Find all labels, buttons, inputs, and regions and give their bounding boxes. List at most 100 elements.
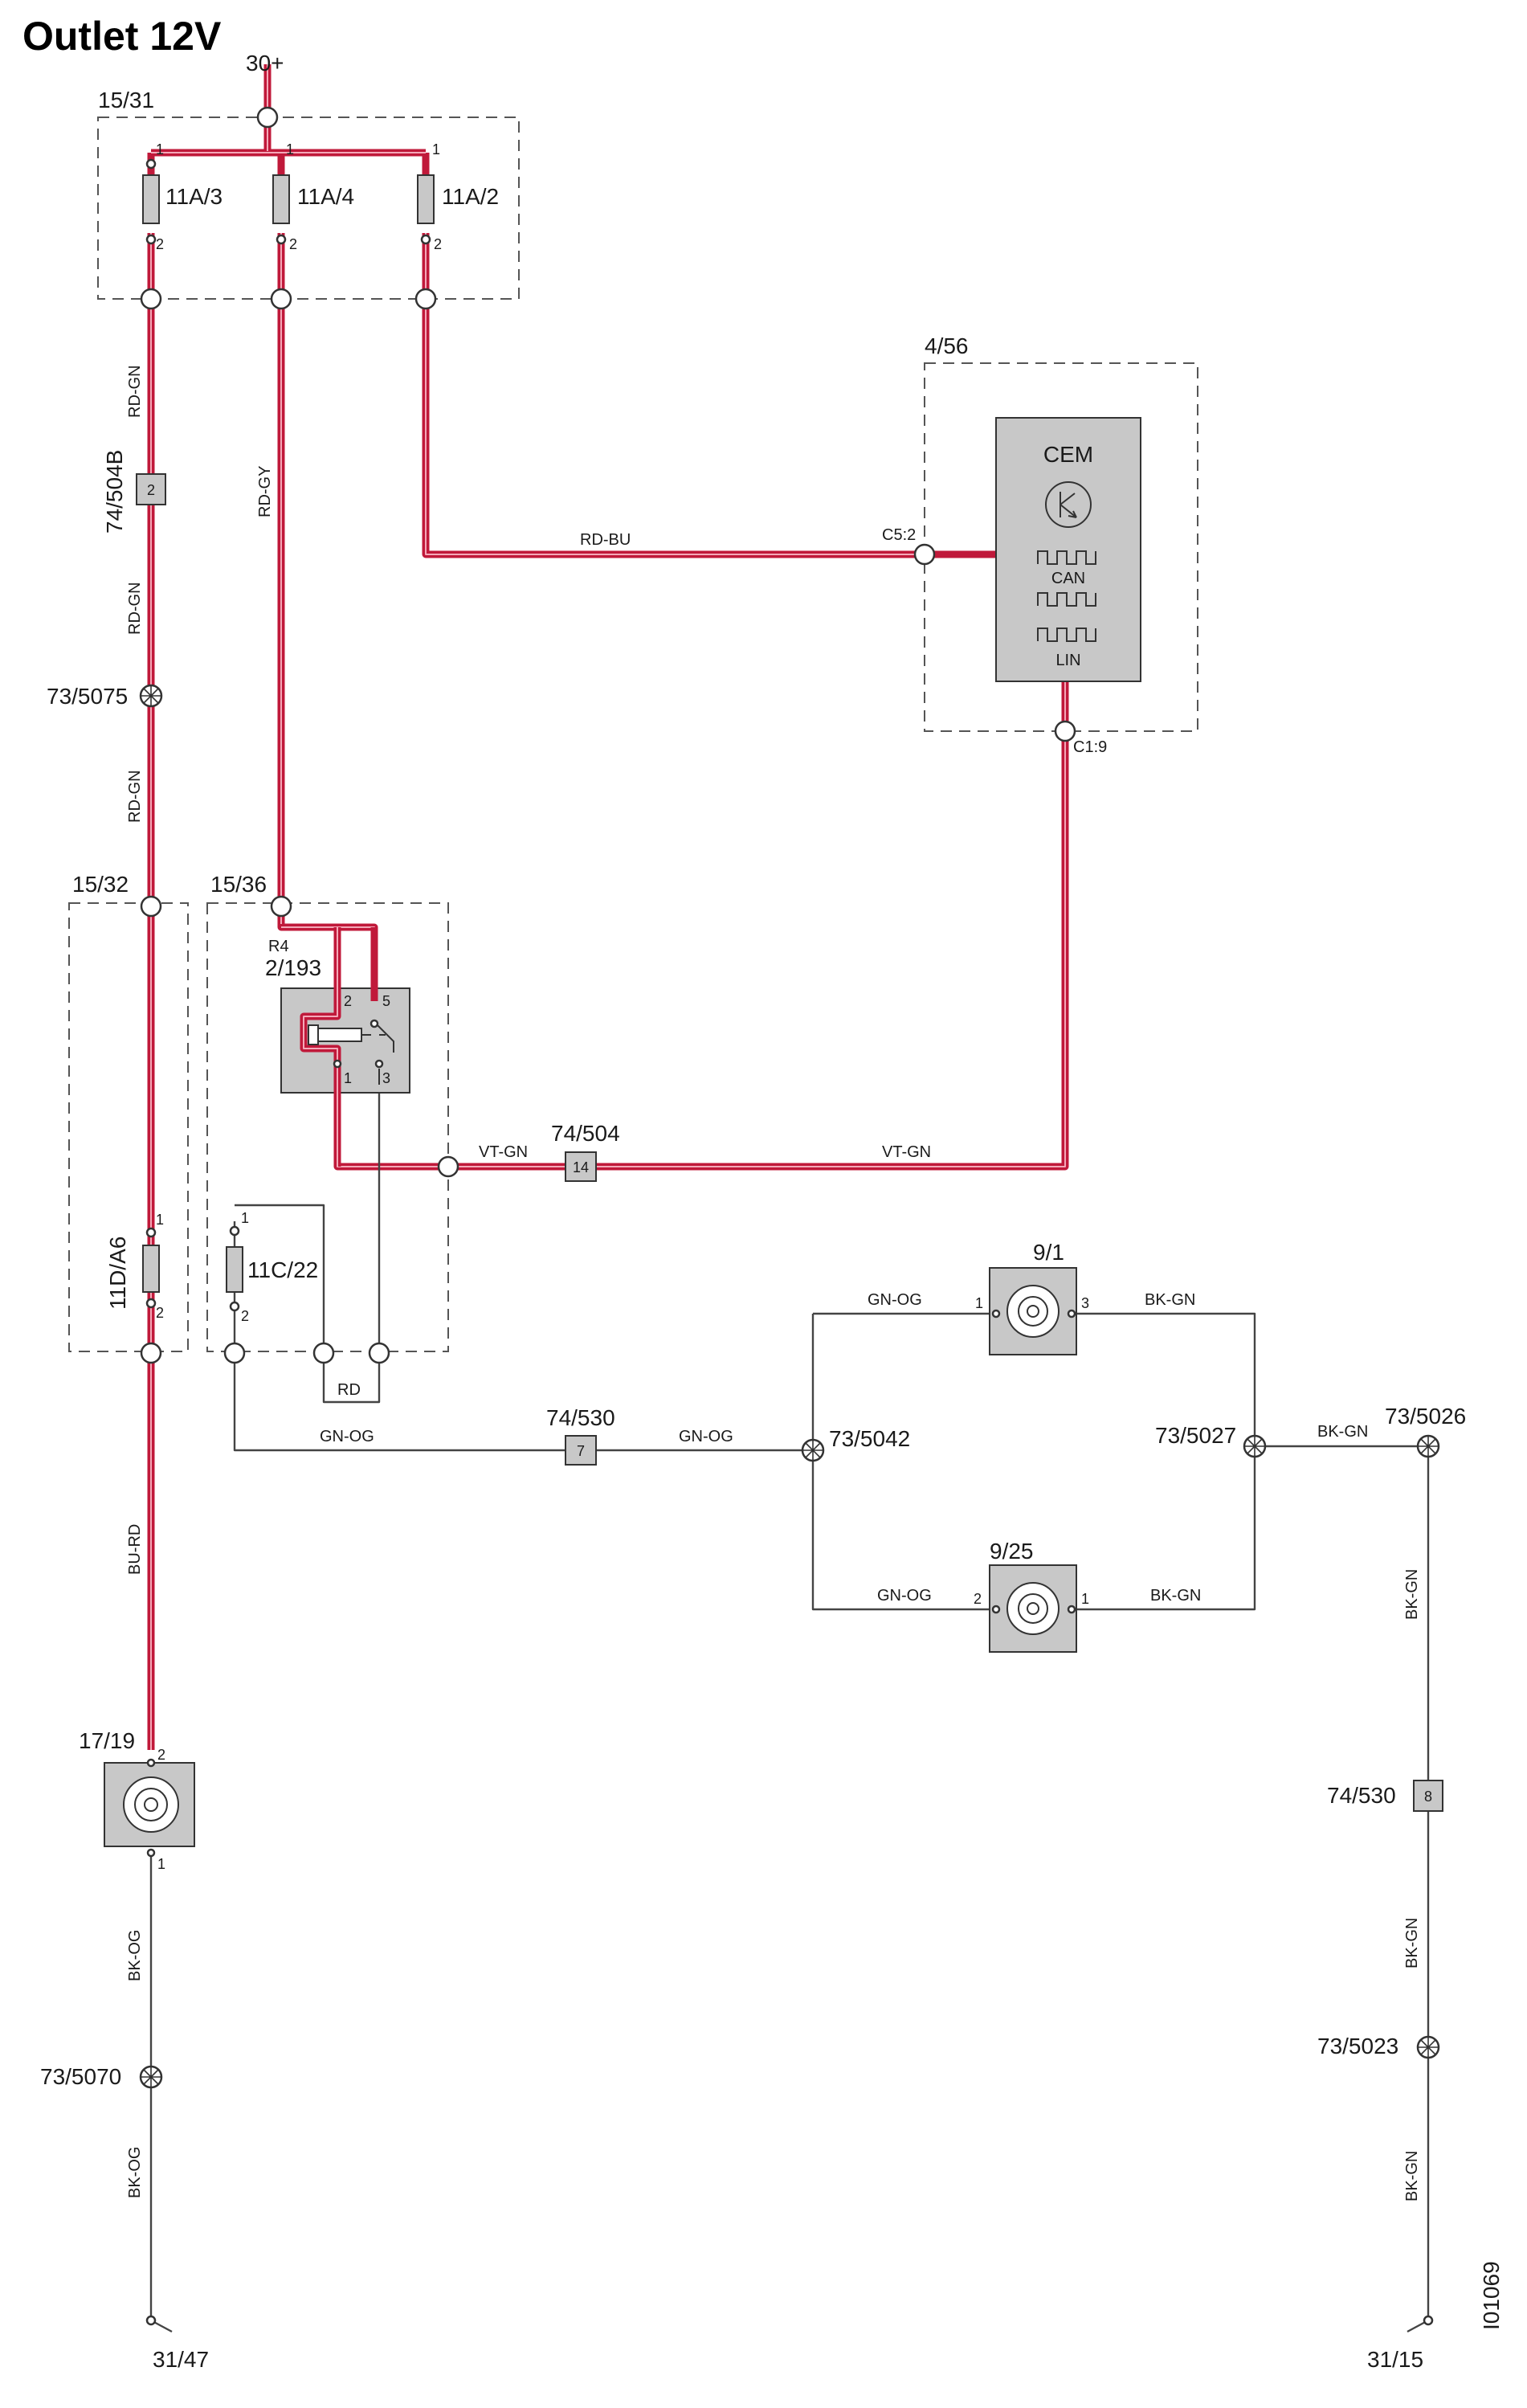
splice-73-5026: 73/5026 xyxy=(1385,1404,1466,1458)
socket-icon xyxy=(1006,1582,1060,1635)
connector-74-530-b-id: 74/530 xyxy=(1327,1783,1396,1808)
fuse-11C-22: 1 2 11C/22 xyxy=(226,1210,318,1324)
cem-node-c1 xyxy=(1054,720,1076,742)
cem-module: CEM CAN LIN xyxy=(995,417,1141,682)
outlet-9-25-pin-right: 1 xyxy=(1081,1591,1089,1607)
connector-74-504B: 2 74/504B xyxy=(102,450,166,534)
connector-74-504: 14 74/504 xyxy=(551,1121,620,1182)
fuse3-label: 11A/2 xyxy=(442,184,499,209)
cem-box-id: 4/56 xyxy=(925,333,969,358)
splice-73-5023: 73/5023 xyxy=(1317,2034,1440,2059)
ground-31-47: 31/47 xyxy=(153,2347,209,2372)
fuse-11D-A6-label: 11D/A6 xyxy=(105,1237,130,1310)
wire-gn-og-4: GN-OG xyxy=(877,1587,932,1605)
box-15-36-id: 15/36 xyxy=(210,872,267,897)
fuse3-pin-top: 1 xyxy=(432,141,440,157)
socket-icon xyxy=(123,1776,179,1833)
lin-wave-icon xyxy=(1037,628,1096,642)
outlet-17-19-id: 17/19 xyxy=(79,1728,135,1753)
box-15-36-out-3 xyxy=(368,1342,390,1364)
relay-pin-1: 1 xyxy=(344,1070,352,1086)
outlet-9-25-id: 9/25 xyxy=(990,1539,1034,1564)
fuse-11A-3: 1 2 11A/3 xyxy=(142,141,223,252)
connector-74-504-pin: 14 xyxy=(573,1159,589,1175)
fuse2-pin-top: 1 xyxy=(286,141,294,157)
wire-rd-gn-3: RD-GN xyxy=(126,770,144,823)
cem-bus2: LIN xyxy=(1055,652,1080,669)
box-15-36-relay-out xyxy=(437,1155,459,1178)
wire-bk-gn-1: BK-GN xyxy=(1145,1291,1195,1309)
box-15-36-out-2 xyxy=(312,1342,335,1364)
connector-74-504-id: 74/504 xyxy=(551,1121,620,1146)
connector-74-530-a: 7 74/530 xyxy=(546,1405,615,1466)
outlet-9-1-pin-left: 1 xyxy=(975,1295,983,1311)
relay-position: R4 xyxy=(268,938,289,955)
fuse-11C-22-pin-top: 1 xyxy=(241,1210,249,1226)
connector-74-530-b-pin: 8 xyxy=(1424,1789,1432,1805)
wire-rd-gy: RD-GY xyxy=(256,466,274,517)
wire-bk-gn-4: BK-GN xyxy=(1403,1569,1421,1620)
outlet-17-19: 17/19 2 1 xyxy=(79,1728,195,1872)
outlet-9-1-id: 9/1 xyxy=(1033,1240,1064,1265)
box-15-32-id: 15/32 xyxy=(72,872,129,897)
cem-node-c5 xyxy=(913,543,936,566)
wire-rd-gn-1: RD-GN xyxy=(126,365,144,418)
fuse-11C-22-pin-bottom: 2 xyxy=(241,1308,249,1324)
box-15-36-out-1 xyxy=(223,1342,246,1364)
relay-id: 2/193 xyxy=(265,955,321,980)
outlet-9-25-pin-left: 2 xyxy=(974,1591,982,1607)
splice-73-5075-label: 73/5075 xyxy=(47,684,128,709)
wire-bk-gn-3: BK-GN xyxy=(1317,1423,1368,1441)
fuse1-pin-bottom: 2 xyxy=(156,236,164,252)
relay-pin-2: 2 xyxy=(344,993,352,1009)
fuse2-pin-bottom: 2 xyxy=(289,236,297,252)
wire-gn-og-2: GN-OG xyxy=(679,1428,733,1445)
box-15-36-in xyxy=(270,895,292,918)
cem-bus1: CAN xyxy=(1051,570,1085,587)
splice-73-5026-label: 73/5026 xyxy=(1385,1404,1466,1429)
fusebox-out-3 xyxy=(414,288,437,310)
wire-bk-gn-2: BK-GN xyxy=(1150,1587,1201,1605)
fuse-11D-A6: 1 2 11D/A6 xyxy=(105,1212,164,1321)
wire-bk-gn-5: BK-GN xyxy=(1403,1918,1421,1969)
cem-label: CEM xyxy=(1043,442,1093,467)
wire-vt-gn-1: VT-GN xyxy=(479,1143,528,1161)
wire-gn-og-3: GN-OG xyxy=(868,1291,922,1309)
connector-74-530-a-pin: 7 xyxy=(577,1443,585,1459)
box-15-32-in xyxy=(140,895,162,918)
cem-conn-can: C5:2 xyxy=(882,526,916,544)
fusebox-id: 15/31 xyxy=(98,88,154,112)
box-15-36-outline xyxy=(206,902,449,1352)
wire-rd: RD xyxy=(337,1381,361,1399)
wire-vt-gn-2: VT-GN xyxy=(882,1143,931,1161)
outlet-17-19-pin-bottom: 1 xyxy=(157,1856,165,1872)
relay-pin-5: 5 xyxy=(382,993,390,1009)
transistor-icon xyxy=(1045,481,1092,528)
ground-31-47-node xyxy=(145,2315,157,2326)
outlet-9-1-pin-right: 3 xyxy=(1081,1295,1089,1311)
supply-node xyxy=(256,106,279,129)
fuse2-label: 11A/4 xyxy=(297,184,354,209)
fusebox-out-2 xyxy=(270,288,292,310)
can-wave-top-icon xyxy=(1037,550,1096,565)
fusebox-15-31-outline xyxy=(97,117,520,300)
fuse-11C-22-label: 11C/22 xyxy=(247,1257,318,1282)
fuse-11A-2: 1 2 11A/2 xyxy=(417,141,499,252)
fuse-11D-A6-pin-top: 1 xyxy=(156,1212,164,1228)
wire-bk-og-1: BK-OG xyxy=(126,1930,144,1981)
cem-conn-relay: C1:9 xyxy=(1073,738,1107,756)
splice-73-5023-label: 73/5023 xyxy=(1317,2034,1398,2058)
fusebox-out-1 xyxy=(140,288,162,310)
splice-73-5075: 73/5075 xyxy=(47,684,163,709)
wire-bk-gn-6: BK-GN xyxy=(1403,2151,1421,2202)
can-wave-bottom-icon xyxy=(1037,592,1096,607)
box-15-32-out xyxy=(140,1342,162,1364)
ground-31-15: 31/15 xyxy=(1367,2347,1423,2372)
fuse1-label: 11A/3 xyxy=(165,184,223,209)
document-id: I01069 xyxy=(1479,2261,1504,2330)
relay-pin-3: 3 xyxy=(382,1070,390,1086)
fuse-11D-A6-pin-bottom: 2 xyxy=(156,1305,164,1321)
wire-rd-gn-2: RD-GN xyxy=(126,582,144,635)
outlet-9-1: 9/1 1 3 xyxy=(975,1240,1089,1355)
